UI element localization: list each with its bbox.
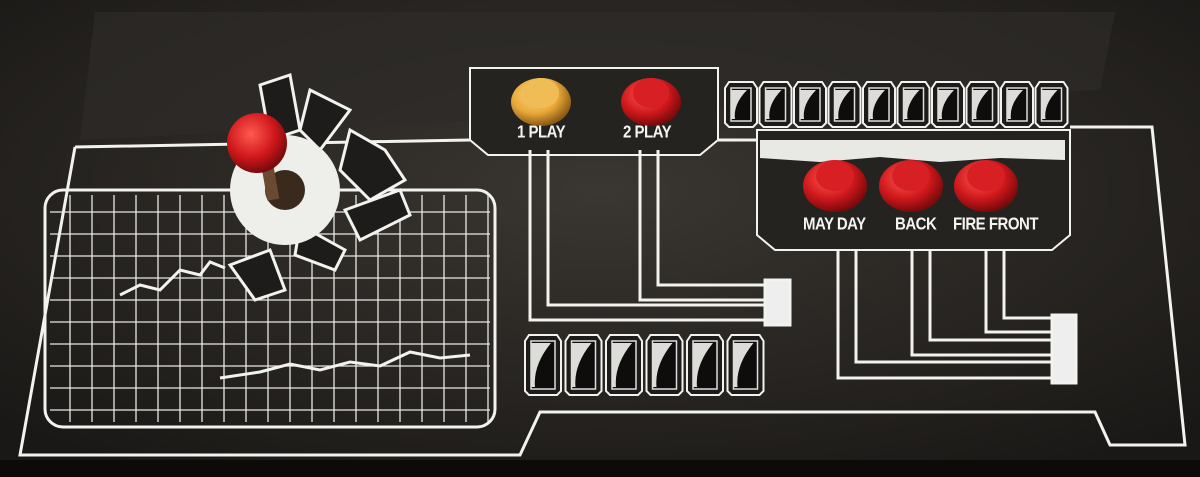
slot xyxy=(605,334,643,396)
slot xyxy=(564,334,603,396)
slot-row-bottom xyxy=(524,334,765,396)
slot xyxy=(758,81,793,128)
may-day-label: MAY DAY xyxy=(803,214,866,235)
slot xyxy=(686,334,724,396)
slot xyxy=(827,81,862,128)
fire-front-label: FIRE FRONT xyxy=(953,214,1039,235)
slot xyxy=(724,81,758,128)
coin-slot-row-top xyxy=(724,81,1069,128)
slot xyxy=(524,334,562,396)
may-day-button[interactable] xyxy=(803,160,867,212)
slot xyxy=(896,81,931,128)
fire-front-button[interactable] xyxy=(954,160,1018,212)
slot xyxy=(862,81,896,128)
slot xyxy=(965,81,1000,128)
slot xyxy=(931,81,965,128)
start-button-box xyxy=(469,67,719,156)
slot xyxy=(793,81,827,128)
slot xyxy=(1000,81,1034,128)
start-button-1[interactable] xyxy=(511,78,571,126)
start-button-2-label: 2 PLAY xyxy=(623,122,672,143)
arrow-artwork xyxy=(227,73,412,302)
start-button-1-label: 1 PLAY xyxy=(517,122,566,143)
slot xyxy=(1034,81,1069,128)
pipe-artwork xyxy=(528,150,1078,385)
start-button-2[interactable] xyxy=(621,78,681,126)
slot xyxy=(726,334,765,396)
slot xyxy=(645,334,684,396)
back-label: BACK xyxy=(895,214,937,235)
joystick-icon[interactable] xyxy=(227,113,340,245)
back-button[interactable] xyxy=(879,160,943,212)
